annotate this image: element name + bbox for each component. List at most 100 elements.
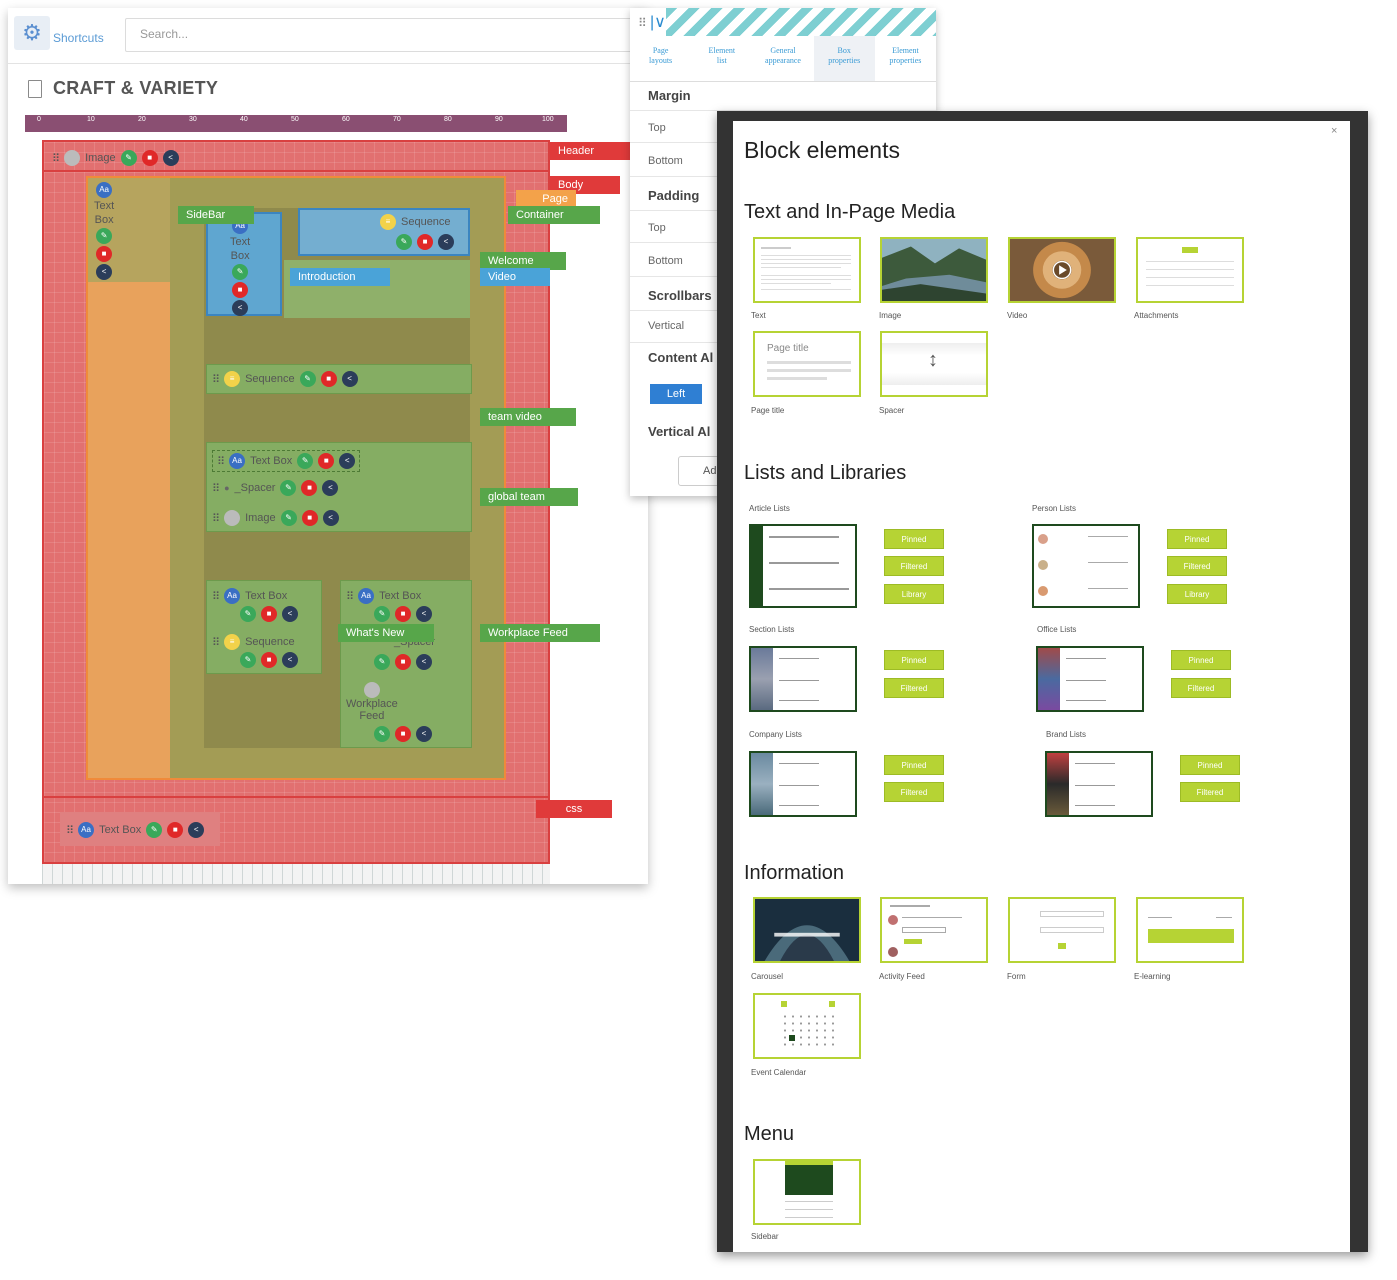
edit-icon[interactable]: ✎ xyxy=(396,234,412,250)
section-pinned-button[interactable]: Pinned xyxy=(884,650,944,670)
spacer-block-tile[interactable]: ↕ xyxy=(880,331,988,397)
drag-handle-icon[interactable]: ⠿ xyxy=(638,16,647,30)
article-filtered-button[interactable]: Filtered xyxy=(884,556,944,576)
carousel-block-tile[interactable] xyxy=(753,897,861,963)
activity-feed-block-tile[interactable] xyxy=(880,897,988,963)
share-icon[interactable]: < xyxy=(322,510,339,526)
share-icon[interactable]: < xyxy=(162,150,179,166)
drag-handle-icon[interactable]: ⠿ xyxy=(346,590,354,603)
global-team-textbox[interactable]: ⠿ Aa Text Box ✎ ■ < xyxy=(212,450,361,472)
introduction-textbox-element[interactable]: Aa Text Box ✎ ■ < xyxy=(230,218,250,316)
edit-icon[interactable]: ✎ xyxy=(374,726,390,742)
sequence-zone[interactable] xyxy=(206,364,472,394)
drag-handle-icon[interactable]: ⠿ xyxy=(217,455,225,468)
section-filtered-button[interactable]: Filtered xyxy=(884,678,944,698)
person-list-tile[interactable] xyxy=(1032,524,1140,608)
edit-icon[interactable]: ✎ xyxy=(299,371,316,387)
edit-icon[interactable]: ✎ xyxy=(240,652,256,668)
article-pinned-button[interactable]: Pinned xyxy=(884,529,944,549)
drag-handle-icon[interactable]: ⠿ xyxy=(212,512,220,525)
drag-handle-icon[interactable]: ⠿ xyxy=(212,590,220,603)
share-icon[interactable]: < xyxy=(416,654,432,670)
delete-icon[interactable]: ■ xyxy=(232,282,249,298)
chevron-down-icon[interactable]: |∨ xyxy=(650,14,666,31)
gear-icon[interactable]: ⚙ xyxy=(14,16,50,50)
edit-icon[interactable]: ✎ xyxy=(280,480,297,496)
whats-new-textbox[interactable]: ⠿ Aa Text Box xyxy=(212,588,287,604)
sidebar-menu-block-tile[interactable] xyxy=(753,1159,861,1225)
event-calendar-block-tile[interactable] xyxy=(753,993,861,1059)
page-title-block-tile[interactable]: Page title xyxy=(753,331,861,397)
share-icon[interactable]: < xyxy=(282,652,298,668)
text-block-tile[interactable] xyxy=(753,237,861,303)
drag-handle-icon[interactable]: ⠿ xyxy=(212,373,220,386)
delete-icon[interactable]: ■ xyxy=(261,606,277,622)
intro-sequence-element[interactable]: ≡ Sequence xyxy=(380,214,451,230)
edit-icon[interactable]: ✎ xyxy=(120,150,137,166)
edit-icon[interactable]: ✎ xyxy=(374,654,390,670)
edit-icon[interactable]: ✎ xyxy=(232,264,249,280)
edit-icon[interactable]: ✎ xyxy=(146,822,163,838)
drag-handle-icon[interactable]: ⠿ xyxy=(212,482,220,495)
share-icon[interactable]: < xyxy=(282,606,298,622)
share-icon[interactable]: < xyxy=(322,480,339,496)
delete-icon[interactable]: ■ xyxy=(96,246,113,262)
whats-new-zone-label[interactable]: What's New xyxy=(338,624,434,642)
edit-icon[interactable]: ✎ xyxy=(96,228,113,244)
intro-sequence-controls[interactable]: ✎ ■ < xyxy=(396,234,454,250)
delete-icon[interactable]: ■ xyxy=(395,654,411,670)
sequence-element[interactable]: ⠿ ≡ Sequence ✎ ■ < xyxy=(212,371,358,387)
css-zone-label[interactable]: css xyxy=(536,800,612,818)
workplace-feed-zone-label[interactable]: Workplace Feed xyxy=(480,624,600,642)
whats-new-sequence[interactable]: ⠿ ≡ Sequence xyxy=(212,634,295,650)
share-icon[interactable]: < xyxy=(416,726,432,742)
section-list-tile[interactable] xyxy=(749,646,857,712)
close-icon[interactable]: × xyxy=(1331,125,1338,137)
workplace-feed-spacer-controls[interactable]: ✎ ■ < xyxy=(374,654,432,670)
delete-icon[interactable]: ■ xyxy=(318,453,335,469)
brand-pinned-button[interactable]: Pinned xyxy=(1180,755,1240,775)
search-input[interactable]: Search... xyxy=(125,18,645,52)
share-icon[interactable]: < xyxy=(339,453,356,469)
attachments-block-tile[interactable] xyxy=(1136,237,1244,303)
header-zone-label[interactable]: Header xyxy=(550,142,640,160)
align-left-button[interactable]: Left xyxy=(650,384,702,404)
global-team-image[interactable]: ⠿ Image ✎ ■ < xyxy=(212,510,339,526)
edit-icon[interactable]: ✎ xyxy=(240,606,256,622)
delete-icon[interactable]: ■ xyxy=(395,606,411,622)
edit-icon[interactable]: ✎ xyxy=(297,453,314,469)
page-zone-label[interactable]: Page xyxy=(516,190,576,208)
edit-icon[interactable]: ✎ xyxy=(280,510,297,526)
sidebar-textbox-element[interactable]: Aa Text Box ✎ ■ < xyxy=(94,182,114,280)
office-filtered-button[interactable]: Filtered xyxy=(1171,678,1231,698)
person-library-button[interactable]: Library xyxy=(1167,584,1227,604)
share-icon[interactable]: < xyxy=(341,371,358,387)
delete-icon[interactable]: ■ xyxy=(320,371,337,387)
article-library-button[interactable]: Library xyxy=(884,584,944,604)
header-zone[interactable] xyxy=(44,142,548,172)
body-zone-label[interactable]: Body xyxy=(550,176,620,194)
introduction-zone-label[interactable]: Introduction xyxy=(290,268,390,286)
person-filtered-button[interactable]: Filtered xyxy=(1167,556,1227,576)
workplace-feed-controls[interactable]: ✎ ■ < xyxy=(374,726,432,742)
container-zone-label[interactable]: Container xyxy=(508,206,600,224)
share-icon[interactable]: < xyxy=(416,606,432,622)
footer-textbox[interactable]: ⠿ Aa Text Box ✎ ■ < xyxy=(66,822,205,838)
brand-filtered-button[interactable]: Filtered xyxy=(1180,782,1240,802)
delete-icon[interactable]: ■ xyxy=(395,726,411,742)
drag-handle-icon[interactable]: ⠿ xyxy=(52,152,60,165)
office-list-tile[interactable] xyxy=(1036,646,1144,712)
welcome-video-label-2[interactable]: Video xyxy=(480,268,550,286)
drag-handle-icon[interactable]: ⠿ xyxy=(212,636,220,649)
welcome-video-label-1[interactable]: Welcome xyxy=(480,252,566,270)
whats-new-sequence-controls[interactable]: ✎ ■ < xyxy=(240,652,298,668)
global-team-spacer[interactable]: ⠿ ● _Spacer ✎ ■ < xyxy=(212,480,339,496)
workplace-feed-textbox[interactable]: ⠿ Aa Text Box xyxy=(346,588,421,604)
company-list-tile[interactable] xyxy=(749,751,857,817)
delete-icon[interactable]: ■ xyxy=(261,652,277,668)
workplace-feed-textbox-controls[interactable]: ✎ ■ < xyxy=(374,606,432,622)
